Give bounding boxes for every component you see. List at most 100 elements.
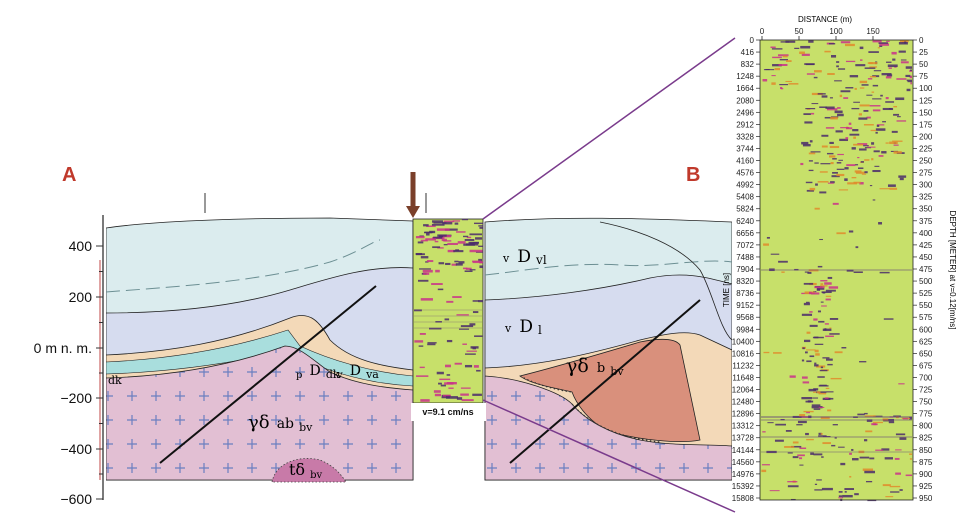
reflection-mark (771, 254, 780, 255)
reflection-mark (841, 347, 846, 348)
reflection-mark (890, 188, 898, 190)
depth-tick-label: 500 (919, 277, 933, 286)
depth-tick-label: 400 (919, 229, 933, 238)
reflection-mark (840, 95, 842, 97)
reflection-mark (852, 147, 856, 149)
reflection-mark (897, 120, 907, 121)
reflection-mark (815, 484, 817, 485)
reflection-mark (844, 178, 847, 181)
reflection-mark (763, 79, 768, 81)
time-tick-label: 4576 (736, 169, 754, 178)
depth-tick-label: 525 (919, 289, 933, 298)
depth-tick-label: 125 (919, 96, 933, 105)
reflection-mark (865, 430, 872, 432)
time-tick-label: 7072 (736, 241, 754, 250)
reflection-mark (767, 422, 773, 423)
reflection-mark (869, 457, 874, 459)
reflection-mark (872, 98, 881, 99)
reflection-mark (906, 66, 912, 69)
reflection-mark (762, 464, 770, 465)
reflection-mark (849, 476, 851, 478)
reflection-mark (821, 305, 827, 306)
time-tick-label: 11648 (732, 373, 754, 382)
reflection-mark (862, 174, 866, 175)
depth-tick-label: 775 (919, 410, 933, 419)
y-tick-label: 400 (69, 238, 93, 254)
time-tick-label: 10816 (732, 349, 755, 358)
reflection-mark (818, 266, 823, 268)
reflection-mark (771, 82, 775, 84)
reflection-mark (455, 363, 462, 365)
time-tick-label: 3328 (736, 132, 754, 141)
reflection-mark (898, 175, 906, 177)
reflection-mark (835, 111, 843, 114)
reflection-mark (819, 393, 827, 394)
depth-tick-label: 650 (919, 349, 933, 358)
reflection-mark (851, 449, 853, 451)
reflection-mark (828, 277, 832, 279)
reflection-mark (860, 59, 862, 60)
y-tick-label: 0 m n. m. (34, 340, 92, 356)
reflection-mark (444, 244, 448, 245)
reflection-mark (837, 114, 844, 117)
reflection-mark (818, 93, 826, 94)
reflection-mark (815, 208, 820, 210)
reflection-mark (462, 219, 468, 220)
reflection-mark (770, 47, 775, 49)
reflection-mark (814, 77, 818, 78)
reflection-mark (419, 268, 431, 269)
time-tick-label: 9152 (736, 301, 754, 310)
reflection-mark (883, 484, 891, 486)
reflection-mark (806, 182, 813, 183)
reflection-mark (835, 351, 843, 353)
unit-label-dk: dk (108, 374, 122, 387)
reflection-mark (810, 325, 818, 327)
reflection-mark (853, 102, 860, 103)
reflection-mark (806, 412, 810, 413)
reflection-mark (469, 233, 482, 235)
reflection-mark (893, 114, 899, 116)
reflection-mark (767, 237, 770, 239)
inset-radargram: v=9.1 cm/ns (411, 219, 486, 421)
reflection-mark (432, 224, 445, 226)
time-tick-label: 14976 (732, 470, 755, 479)
reflection-mark (890, 491, 899, 492)
reflection-mark (849, 123, 852, 125)
reflection-mark (857, 414, 864, 416)
reflection-mark (454, 261, 458, 263)
reflection-mark (806, 349, 815, 350)
reflection-mark (793, 456, 799, 458)
reflection-mark (853, 144, 863, 146)
reflection-mark (419, 345, 424, 346)
reflection-mark (874, 166, 879, 167)
reflection-mark (423, 224, 429, 226)
reflection-mark (858, 117, 867, 119)
reflection-mark (859, 113, 862, 115)
reflection-mark (860, 81, 867, 83)
reflection-mark (864, 159, 869, 161)
reflection-mark (771, 75, 775, 76)
reflection-mark (432, 220, 443, 222)
reflection-mark (863, 145, 869, 146)
reflection-mark (840, 127, 849, 128)
depth-tick-label: 150 (919, 108, 933, 117)
reflection-mark (820, 283, 823, 285)
time-tick-label: 7488 (736, 253, 754, 262)
reflection-mark (827, 364, 832, 365)
reflection-mark (864, 171, 867, 173)
top-tick-label: 0 (760, 27, 765, 36)
reflection-mark (780, 87, 782, 89)
reflection-mark (819, 385, 826, 386)
reflection-mark (843, 97, 848, 99)
depth-tick-label: 375 (919, 217, 933, 226)
reflection-mark (872, 170, 880, 172)
reflection-mark (834, 80, 842, 81)
reflection-mark (800, 46, 810, 49)
reflection-mark (825, 397, 829, 398)
reflection-mark (819, 191, 826, 193)
reflection-mark (873, 424, 877, 426)
reflection-mark (465, 353, 476, 354)
reflection-mark (813, 453, 822, 455)
y-axis-ticks: 4002000 m n. m.−200−400−600 (34, 238, 103, 507)
reflection-mark (841, 90, 851, 92)
